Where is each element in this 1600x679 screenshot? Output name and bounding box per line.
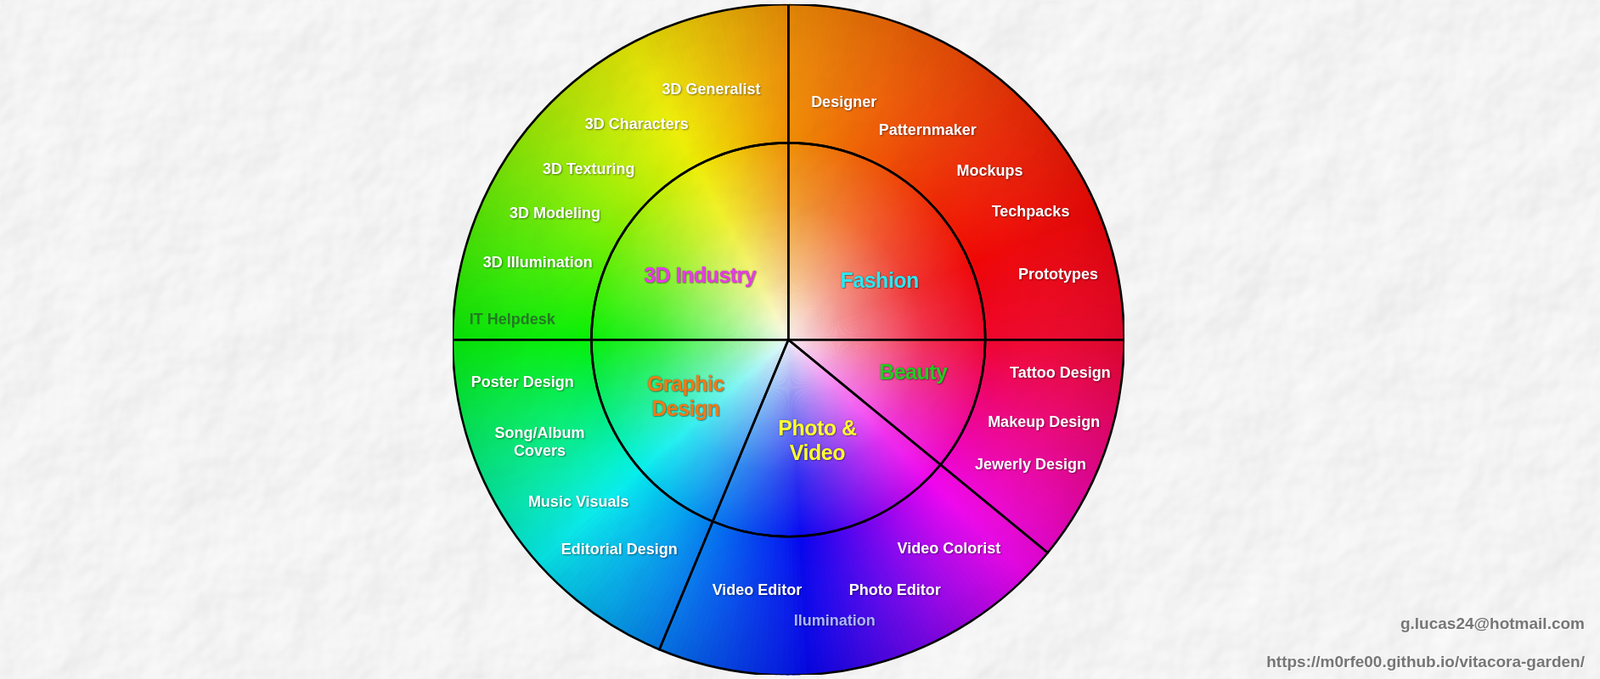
segment-item: Music Visuals: [528, 493, 630, 512]
category-label: Graphic Design: [625, 371, 745, 422]
segment-item: Video Editor: [712, 581, 803, 600]
category-label: Photo & Video: [766, 416, 868, 466]
segment-border: [940, 339, 1125, 553]
segment-item: Mockups: [956, 162, 1023, 181]
segment-border: [788, 4, 1125, 340]
segment-border: [659, 464, 1048, 676]
segment-item: IT Helpdesk: [469, 310, 556, 329]
contact-text: https://m0rfe00.github.io/vitacora-garde…: [1266, 653, 1585, 672]
segment-item: 3D Characters: [585, 115, 689, 134]
segment-border: [591, 142, 789, 340]
contact-text: g.lucas24@hotmail.com: [1400, 614, 1585, 634]
segment-item: Poster Design: [471, 373, 575, 392]
segment-item: Jewerly Design: [974, 456, 1087, 474]
segment-item: Designer: [811, 93, 877, 112]
segment-border: [788, 142, 986, 340]
segment-item: Song/Album Covers: [489, 424, 592, 461]
segment-item: Editorial Design: [561, 540, 678, 559]
segment-outline: [452, 4, 1125, 677]
wheel-segment: Tattoo DesignMakeup DesignJewerly Design: [452, 4, 1125, 677]
segment-border: [788, 339, 986, 465]
segment-border: [452, 339, 713, 650]
segment-item: Patternmaker: [878, 121, 977, 140]
segment-item: 3D Illumination: [483, 253, 593, 272]
category-label: Fashion: [840, 268, 919, 293]
segment-item: Prototypes: [1018, 265, 1099, 284]
segment-item: Techpacks: [991, 202, 1071, 221]
segment-border: [452, 4, 789, 340]
segment-item: 3D Generalist: [661, 80, 761, 99]
category-label: Beauty: [878, 360, 947, 385]
segment-item: 3D Texturing: [542, 160, 636, 179]
category-label: 3D Industry: [643, 263, 756, 288]
segment-item: Makeup Design: [987, 413, 1100, 432]
segment-item: 3D Modeling: [509, 204, 601, 223]
segment-item: Tattoo Design: [1009, 364, 1111, 383]
segment-item: Video Colorist: [897, 540, 1002, 558]
segment-item: Photo Editor: [849, 581, 941, 600]
segment-item: Ilumination: [794, 612, 876, 631]
